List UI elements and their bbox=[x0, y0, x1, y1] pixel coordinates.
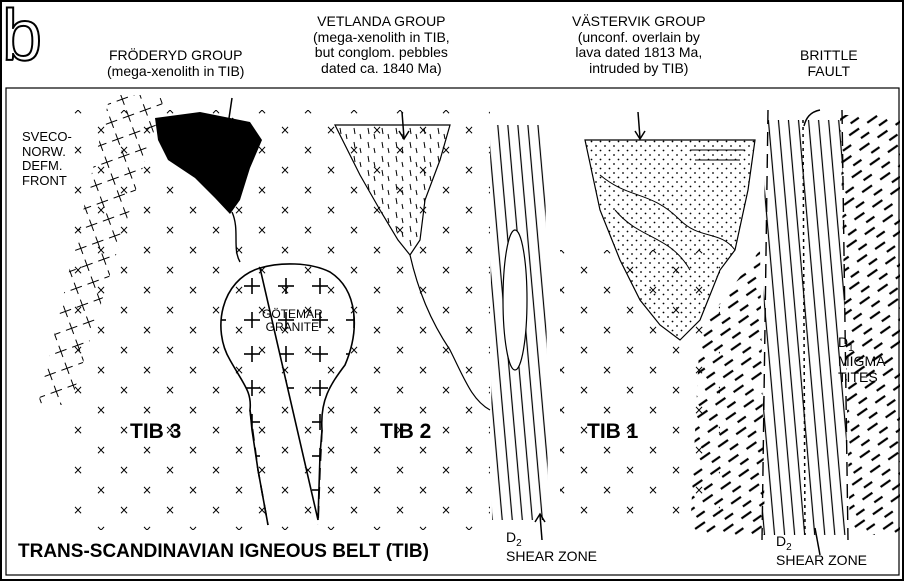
vetlanda-group-line1: (mega-xenolith in TIB, bbox=[313, 30, 450, 46]
brittle-fault-line2: FAULT bbox=[800, 64, 858, 80]
shear-zone-1-text: SHEAR ZONE bbox=[506, 549, 597, 565]
migmatites-label: D1 MIGMA TITES bbox=[838, 335, 885, 385]
sveco-front-line1: SVECO- bbox=[22, 130, 72, 145]
shear-zone-2-text: SHEAR ZONE bbox=[776, 553, 867, 569]
sveco-front-line3: DEFM. bbox=[22, 159, 72, 174]
panel-letter: b bbox=[2, 0, 42, 72]
tib3-label: TIB 3 bbox=[130, 420, 181, 444]
gotemar-granite-label: GÖTEMAR GRANITE bbox=[262, 308, 323, 335]
froderyd-group-title: FRÖDERYD GROUP bbox=[107, 48, 244, 64]
sveco-front-label: SVECO- NORW. DEFM. FRONT bbox=[22, 130, 72, 188]
brittle-fault-label: BRITTLE FAULT bbox=[800, 48, 858, 79]
tib1-label: TIB 1 bbox=[587, 420, 638, 444]
vetlanda-group-title: VETLANDA GROUP bbox=[313, 14, 450, 30]
belt-title: TRANS-SCANDINAVIAN IGNEOUS BELT (TIB) bbox=[18, 541, 429, 562]
sveco-front-line2: NORW. bbox=[22, 145, 72, 160]
vetlanda-group-line3: dated ca. 1840 Ma) bbox=[313, 61, 450, 77]
shear-zone-1-label: D2 SHEAR ZONE bbox=[506, 530, 597, 565]
vastervik-group-label: VÄSTERVIK GROUP (unconf. overlain by lav… bbox=[572, 14, 706, 77]
froderyd-group-label: FRÖDERYD GROUP (mega-xenolith in TIB) bbox=[107, 48, 244, 79]
migmatites-line1: MIGMA bbox=[838, 354, 885, 370]
migmatites-line2: TITES bbox=[838, 370, 885, 386]
gotemar-line1: GÖTEMAR bbox=[262, 308, 323, 321]
shear-zone-2-label: D2 SHEAR ZONE bbox=[776, 534, 867, 569]
sveco-front-line4: FRONT bbox=[22, 174, 72, 189]
tib2-label: TIB 2 bbox=[380, 420, 431, 444]
vastervik-group-line2: lava dated 1813 Ma, bbox=[572, 45, 706, 61]
migmatite-zone-right bbox=[840, 115, 900, 535]
shear-zone-1-d: D bbox=[506, 529, 516, 545]
migmatites-d: D bbox=[838, 334, 848, 350]
vastervik-group-line1: (unconf. overlain by bbox=[572, 30, 706, 46]
froderyd-group-note: (mega-xenolith in TIB) bbox=[107, 64, 244, 80]
gotemar-line2: GRANITE bbox=[262, 321, 323, 334]
vetlanda-group-line2: but conglom. pebbles bbox=[313, 45, 450, 61]
brittle-fault-line1: BRITTLE bbox=[800, 48, 858, 64]
vetlanda-group-label: VETLANDA GROUP (mega-xenolith in TIB, bu… bbox=[313, 14, 450, 77]
vastervik-group-title: VÄSTERVIK GROUP bbox=[572, 14, 706, 30]
shear-zone-2-d: D bbox=[776, 533, 786, 549]
vastervik-group-line3: intruded by TIB) bbox=[572, 61, 706, 77]
